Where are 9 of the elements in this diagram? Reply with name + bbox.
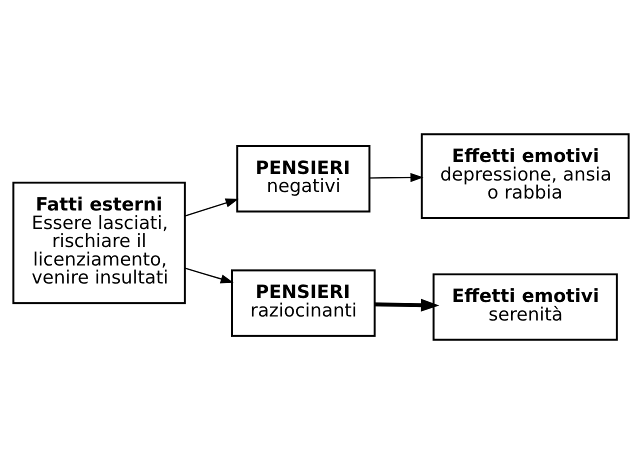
node-box: Fatti esterni Essere lasciati, rischiare il licenziamento, venire insultati	[12, 181, 186, 304]
node-box: PENSIERI negativi	[236, 144, 370, 212]
arrow	[185, 267, 234, 283]
node-box: Effetti emotivi serenità	[432, 272, 618, 340]
arrow	[370, 172, 424, 182]
arrow	[375, 298, 440, 312]
arrow	[185, 198, 239, 216]
node-box: Effetti emotivi depressione, ansia o rabbia	[420, 132, 630, 218]
node-box: PENSIERI raziocinanti	[231, 268, 376, 336]
